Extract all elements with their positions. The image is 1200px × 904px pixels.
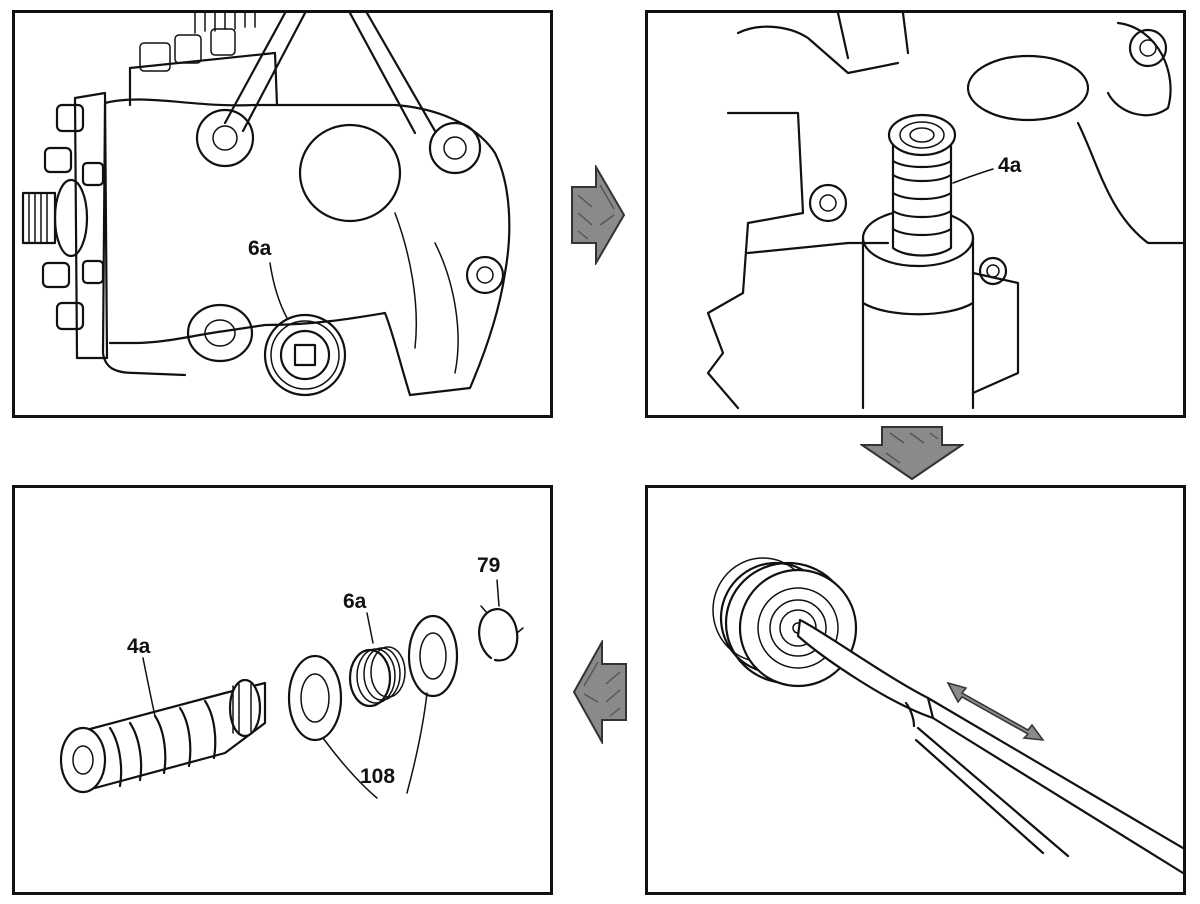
piston-removal-drawing bbox=[712, 557, 1183, 875]
callout-spring-6a: 6a bbox=[343, 590, 367, 613]
panel-pump-housing: 6a bbox=[12, 10, 553, 418]
callout-washers-108: 108 bbox=[360, 765, 396, 788]
callout-circlip-79: 79 bbox=[477, 554, 501, 577]
arrow-down-icon bbox=[860, 426, 964, 481]
arrow-left-icon bbox=[572, 640, 627, 744]
callout-4a: 4a bbox=[998, 154, 1022, 177]
piston-installed-drawing bbox=[706, 13, 1183, 410]
arrow-right-icon bbox=[571, 165, 626, 265]
panel-piston-installed: 4a bbox=[645, 10, 1186, 418]
panel-piston-removal bbox=[645, 485, 1186, 895]
pump-housing-drawing bbox=[21, 13, 511, 397]
double-arrow-icon bbox=[946, 681, 1045, 741]
callout-6a: 6a bbox=[248, 237, 272, 260]
panel-exploded-parts: 4a 6a 108 79 bbox=[12, 485, 553, 895]
callout-piston-4a: 4a bbox=[127, 635, 151, 658]
exploded-parts-drawing bbox=[59, 579, 524, 799]
